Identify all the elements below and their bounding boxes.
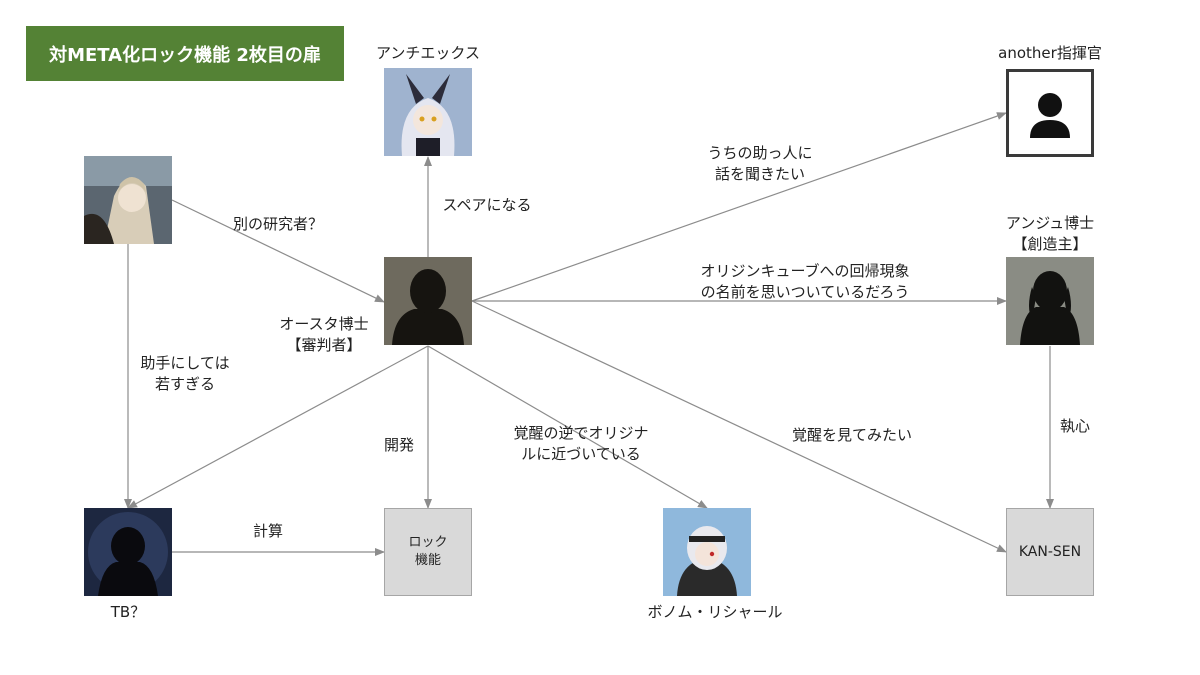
edge-label-helper: うちの助っ人に 話を聞きたい bbox=[690, 143, 830, 185]
antichecks-label: アンチエックス bbox=[376, 44, 480, 62]
edge-label-other-researcher: 別の研究者？ bbox=[232, 215, 323, 233]
anju-label: アンジュ博士 【創造主】 bbox=[990, 213, 1110, 255]
another-label: another指揮官 bbox=[998, 44, 1102, 62]
edge-label-develop: 開発 bbox=[383, 436, 414, 454]
lock-label-2: 機能 bbox=[414, 553, 441, 568]
too-young-line1: 助手にしては bbox=[140, 354, 230, 372]
kansen-label: KAN-SEN bbox=[1018, 544, 1082, 560]
bonom-avatar bbox=[663, 508, 751, 596]
edge-label-obsession: 執心 bbox=[1059, 417, 1090, 435]
edge-label-spare: スペアになる bbox=[442, 196, 532, 214]
edge-other-researcher bbox=[171, 199, 385, 303]
edge-see-awakening bbox=[471, 300, 1007, 553]
person-icon bbox=[1030, 93, 1070, 138]
awakening-line1: 覚醒の逆でオリジナ bbox=[513, 424, 649, 442]
anju-avatar bbox=[1006, 257, 1094, 345]
edge-label-calc: 計算 bbox=[252, 522, 283, 540]
edge-label-too-young: 助手にしては 若すぎる bbox=[120, 353, 250, 395]
lock-label-1: ロック bbox=[408, 535, 448, 550]
character-avatar bbox=[84, 156, 172, 244]
edge-label-awakening: 覚醒の逆でオリジナ ルに近づいている bbox=[496, 423, 666, 465]
another-avatar bbox=[1006, 69, 1094, 157]
auster-avatar bbox=[384, 257, 472, 345]
diagram-title: 対META化ロック機能 2枚目の扉 bbox=[26, 26, 344, 81]
anju-title: 【創造主】 bbox=[1012, 235, 1088, 253]
antichecks-avatar bbox=[384, 68, 472, 156]
tb-avatar bbox=[84, 508, 172, 596]
helper-line2: 話を聞きたい bbox=[714, 165, 805, 183]
edge-label-see-awakening: 覚醒を見てみたい bbox=[791, 426, 912, 444]
lock-function-box: ロック 機能 bbox=[384, 508, 472, 596]
auster-title: 【審判者】 bbox=[286, 336, 362, 354]
bonom-label: ボノム・リシャール bbox=[647, 603, 783, 621]
auster-name: オースタ博士 bbox=[279, 315, 369, 333]
too-young-line2: 若すぎる bbox=[154, 375, 215, 393]
tb-label: TB？ bbox=[110, 603, 146, 621]
origin-line2: の名前を思いついているだろう bbox=[700, 283, 910, 301]
edge-label-origin: オリジンキューブへの回帰現象 の名前を思いついているだろう bbox=[660, 261, 950, 303]
kansen-box: KAN-SEN bbox=[1006, 508, 1094, 596]
anju-name: アンジュ博士 bbox=[1005, 214, 1095, 232]
origin-line1: オリジンキューブへの回帰現象 bbox=[700, 262, 910, 280]
helper-line1: うちの助っ人に bbox=[707, 144, 813, 162]
edge-auster-tb bbox=[127, 345, 429, 509]
edge-helper bbox=[471, 112, 1007, 302]
auster-label: オースタ博士 【審判者】 bbox=[264, 314, 384, 356]
awakening-line2: ルに近づいている bbox=[521, 445, 641, 463]
edge-awakening bbox=[427, 345, 708, 509]
